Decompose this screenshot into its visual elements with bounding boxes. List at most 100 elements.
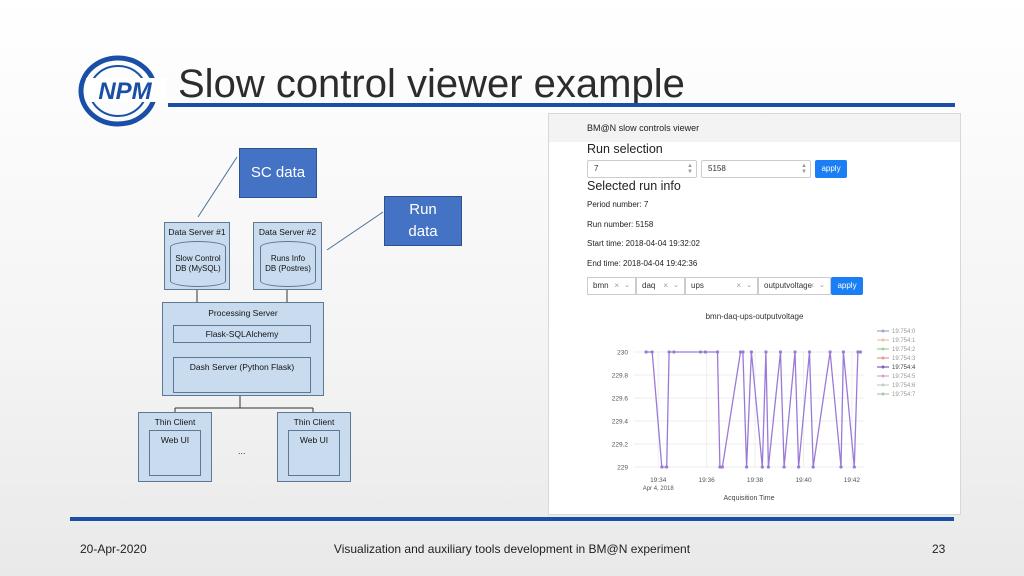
data-point (852, 465, 856, 469)
legend-marker (881, 356, 885, 360)
thin-client-2-title: Thin Client (293, 417, 335, 427)
data-point (660, 465, 664, 469)
data-point (644, 350, 648, 354)
data-point (720, 465, 724, 469)
x-tick-label: 19:36 (698, 477, 715, 484)
data-point (749, 350, 754, 354)
legend-marker (881, 374, 885, 378)
web-ui-2: Web UI (288, 430, 340, 476)
x-tick-label: 19:34 (650, 477, 667, 484)
legend-marker (881, 347, 885, 351)
y-tick-label: 229.8 (612, 373, 629, 380)
data-point (741, 350, 745, 354)
data-point (778, 350, 783, 354)
y-tick-label: 229.6 (612, 396, 629, 403)
data-point (760, 465, 764, 469)
callout-sc-data: SC data (239, 148, 317, 198)
y-tick-label: 229 (617, 465, 628, 472)
legend-label: 19:754:0 (892, 329, 916, 335)
run-number-text: Run number: 5158 (587, 220, 654, 229)
clear-icon[interactable]: × (809, 281, 814, 290)
series-line (646, 351, 861, 468)
chevron-down-icon[interactable]: ⌄ (746, 282, 752, 289)
data-point (738, 350, 743, 354)
clear-icon[interactable]: × (663, 281, 668, 290)
title-underline (168, 103, 955, 107)
dash-server-box: Dash Server (Python Flask) (173, 357, 311, 393)
data-point (782, 465, 786, 469)
data-point (839, 465, 843, 469)
legend-label: 19:754:6 (892, 383, 916, 389)
footer-rule (70, 517, 954, 521)
chevron-down-icon[interactable]: ⌄ (819, 282, 825, 289)
npm-logo: NPM (78, 55, 166, 127)
processing-server-title: Processing Server (208, 308, 278, 318)
legend-marker (881, 365, 885, 369)
legend-label: 19:754:7 (892, 392, 916, 398)
data-point (764, 350, 768, 354)
footer-title: Visualization and auxiliary tools develo… (333, 542, 691, 556)
flask-sqlalchemy-box: Flask-SQLAlchemy (173, 325, 311, 343)
chevron-down-icon[interactable]: ⌄ (673, 282, 679, 289)
thin-client-2: Thin Client Web UI (277, 412, 351, 482)
x-tick-label: 19:42 (844, 477, 861, 484)
slide-title: Slow control viewer example (178, 62, 685, 106)
y-tick-label: 229.2 (612, 442, 629, 449)
chevron-down-icon[interactable]: ⌄ (624, 282, 630, 289)
data-point (665, 465, 669, 469)
legend-label: 19:754:3 (892, 356, 916, 362)
voltage-chart: 229 229.2 229.4 229.6 229.8 230 19:34 19:36 19:3… (612, 329, 916, 502)
legend-marker (881, 383, 885, 387)
svg-text:NPM: NPM (98, 78, 152, 105)
start-time-text: Start time: 2018-04-04 19:32:02 (587, 239, 700, 248)
data-point (744, 465, 749, 469)
x-axis-title: Acquisition Time (724, 495, 775, 502)
dropdown-subsystem[interactable]: daq×⌄ (636, 277, 685, 295)
data-point (650, 350, 654, 354)
data-point (715, 350, 720, 354)
spinner-icon[interactable]: ▲▼ (801, 163, 807, 175)
data-point (793, 350, 797, 354)
clients-ellipsis: ... (238, 446, 246, 456)
data-point (766, 465, 770, 469)
data-point (718, 465, 722, 469)
spinner-icon[interactable]: ▲▼ (687, 163, 693, 175)
viewer-screenshot: BM@N slow controls viewer Run selection … (548, 113, 961, 515)
legend-label: 19:754:5 (892, 374, 916, 380)
apply-run-button[interactable]: apply (815, 160, 847, 178)
clear-icon[interactable]: × (614, 281, 619, 290)
period-input[interactable]: 7▲▼ (587, 160, 697, 178)
y-tick-label: 230 (617, 350, 628, 357)
data-point (698, 350, 703, 354)
period-number-text: Period number: 7 (587, 200, 649, 209)
legend-label: 19:754:1 (892, 338, 916, 344)
end-time-text: End time: 2018-04-04 19:42:36 (587, 259, 698, 268)
clear-icon[interactable]: × (736, 281, 741, 290)
slide-number: 23 (932, 542, 946, 556)
data-server-2-title: Data Server #2 (258, 227, 317, 237)
data-point (797, 465, 801, 469)
x-tick-label: 19:38 (747, 477, 764, 484)
data-point (858, 350, 862, 354)
apply-parameter-button[interactable]: apply (831, 277, 863, 295)
legend-marker (881, 338, 885, 342)
web-ui-1: Web UI (149, 430, 201, 476)
dropdown-parameter[interactable]: outputvoltage×⌄ (758, 277, 831, 295)
legend-label: 19:754:2 (892, 347, 916, 353)
data-point (811, 465, 815, 469)
data-server-1-title: Data Server #1 (168, 227, 226, 237)
y-tick-label: 229.4 (612, 419, 629, 426)
data-point (828, 350, 832, 354)
dropdown-device[interactable]: ups×⌄ (685, 277, 758, 295)
data-point (672, 350, 676, 354)
selected-run-info-heading: Selected run info (587, 179, 681, 193)
dropdown-system[interactable]: bmn×⌄ (587, 277, 636, 295)
run-input[interactable]: 5158▲▼ (701, 160, 811, 178)
data-point (856, 350, 860, 354)
thin-client-1-title: Thin Client (154, 417, 196, 427)
legend-marker (881, 392, 885, 396)
